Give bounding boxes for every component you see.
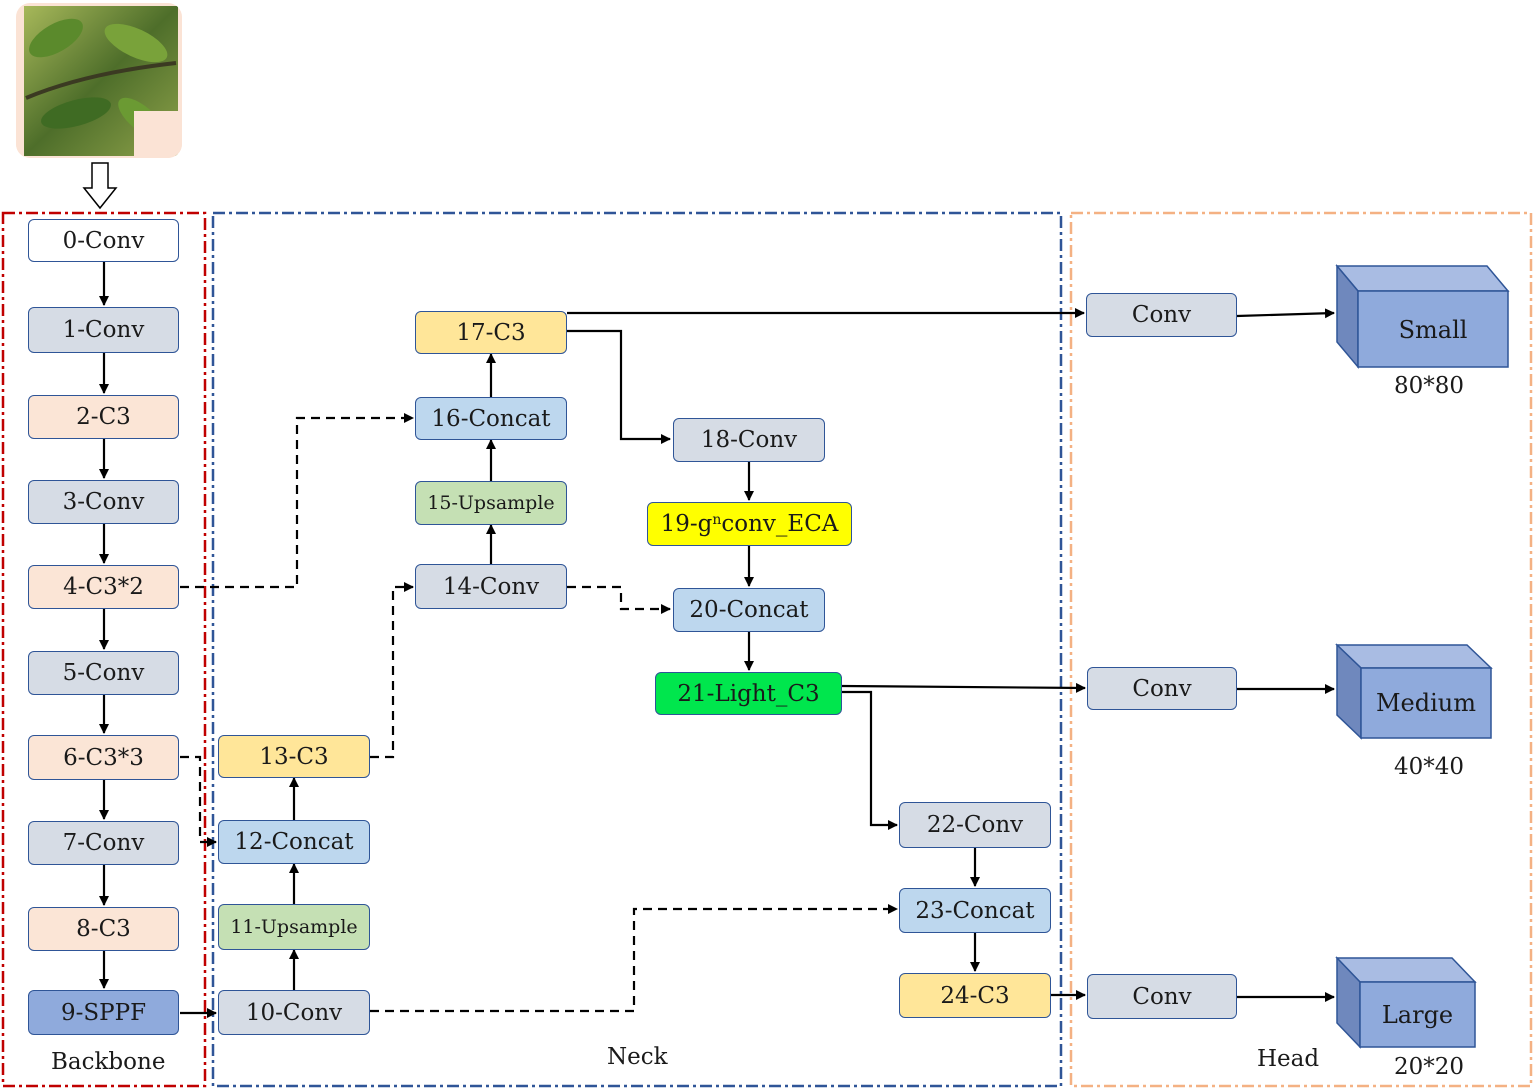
- head-arrows: [567, 308, 1335, 1002]
- node-23-concat: 23-Concat: [899, 888, 1051, 933]
- node-5-conv: 5-Conv: [28, 651, 179, 695]
- backbone-frame: [1, 211, 207, 1088]
- node-4-c3x2: 4-C3*2: [28, 565, 179, 609]
- neck-label: Neck: [607, 1044, 668, 1070]
- output-small-size: 80*80: [1394, 373, 1465, 399]
- head-conv-medium: Conv: [1087, 667, 1237, 710]
- output-large-label: Large: [1381, 1001, 1454, 1029]
- node-13-c3: 13-C3: [218, 735, 370, 778]
- node-11-upsample: 11-Upsample: [218, 904, 370, 950]
- node-19-prefix: 19-g: [660, 511, 713, 537]
- node-1-conv: 1-Conv: [28, 307, 179, 353]
- output-medium-label: Medium: [1375, 689, 1477, 717]
- node-18-conv: 18-Conv: [673, 418, 825, 462]
- node-7-conv: 7-Conv: [28, 821, 179, 865]
- node-19-sup: n: [712, 512, 722, 528]
- output-large-size: 20*20: [1394, 1054, 1465, 1080]
- backbone-label: Backbone: [51, 1049, 166, 1075]
- node-10-conv: 10-Conv: [218, 990, 370, 1035]
- node-2-c3: 2-C3: [28, 395, 179, 439]
- head-frame: [1069, 211, 1533, 1088]
- neck-frame: [211, 211, 1063, 1088]
- cube-medium: [1335, 643, 1493, 740]
- node-12-concat: 12-Concat: [218, 820, 370, 864]
- node-20-concat: 20-Concat: [673, 588, 825, 632]
- node-15-upsample: 15-Upsample: [415, 481, 567, 525]
- cube-small: [1335, 263, 1510, 370]
- node-22-conv: 22-Conv: [899, 802, 1051, 848]
- neck-arrows: [180, 329, 980, 1018]
- output-medium-size: 40*40: [1394, 754, 1465, 780]
- node-19-suffix: conv_ECA: [721, 511, 839, 537]
- skip-connections: [180, 413, 898, 1013]
- node-24-c3: 24-C3: [899, 973, 1051, 1018]
- node-6-c3x3: 6-C3*3: [28, 735, 179, 780]
- head-conv-small: Conv: [1086, 293, 1237, 337]
- node-14-conv: 14-Conv: [415, 564, 567, 609]
- node-21-light-c3: 21-Light_C3: [655, 672, 842, 715]
- node-9-sppf: 9-SPPF: [28, 990, 179, 1035]
- cube-large: [1335, 956, 1477, 1049]
- head-label: Head: [1257, 1046, 1320, 1072]
- node-0-conv: 0-Conv: [28, 219, 179, 262]
- output-small-label: Small: [1398, 316, 1468, 344]
- node-3-conv: 3-Conv: [28, 480, 179, 524]
- node-8-c3: 8-C3: [28, 907, 179, 951]
- input-image: [16, 3, 182, 158]
- leaf-photo-icon: [16, 6, 182, 158]
- input-arrow-icon: [82, 162, 118, 210]
- head-conv-large: Conv: [1087, 974, 1237, 1019]
- node-17-c3: 17-C3: [415, 311, 567, 354]
- node-16-concat: 16-Concat: [415, 397, 567, 440]
